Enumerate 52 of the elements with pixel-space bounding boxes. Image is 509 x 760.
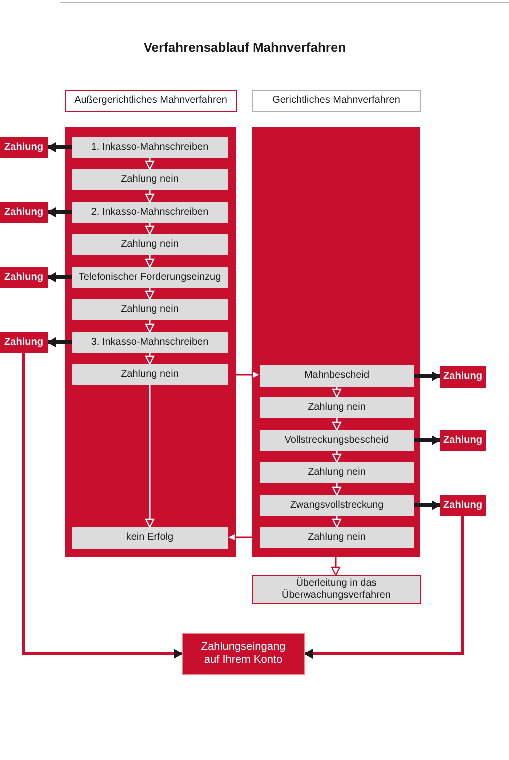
- arrow: [145, 223, 155, 236]
- process-box: Vollstreckungsbescheid: [260, 430, 414, 451]
- payment-box: Zahlung: [440, 366, 486, 388]
- column-header: Gerichtliches Mahnverfahren: [252, 90, 421, 112]
- payment-box: Zahlung: [0, 137, 48, 158]
- payment-box: Zahlung: [0, 202, 48, 223]
- process-box: 3. Inkasso-Mahnschreiben: [72, 332, 228, 353]
- process-box: Zahlung nein: [260, 397, 414, 418]
- payment-box: Zahlung: [0, 267, 48, 288]
- diagram-title: Verfahrensablauf Mahnverfahren: [142, 40, 348, 55]
- arrow: [47, 272, 72, 282]
- arrow: [145, 288, 155, 300]
- payment-box: Zahlung: [0, 332, 48, 353]
- process-box: Zahlung nein: [72, 169, 228, 190]
- arrow: [47, 338, 72, 348]
- process-box: Überleitung in das Überwachungsverfahren: [252, 575, 421, 604]
- process-box: Mahnbescheid: [260, 365, 414, 387]
- process-box: Zwangsvollstreckung: [260, 495, 414, 516]
- arrow: [47, 142, 72, 152]
- process-box: Zahlung nein: [260, 462, 414, 483]
- process-box: Telefonischer Forderungseinzug: [72, 267, 228, 288]
- arrow: [331, 557, 341, 576]
- payment-box: Zahlung: [440, 495, 486, 516]
- arrow: [332, 387, 342, 398]
- panel-background: [65, 127, 236, 557]
- process-box: kein Erfolg: [72, 527, 228, 549]
- arrow: [332, 516, 342, 528]
- payment-box: Zahlung: [440, 430, 486, 451]
- arrow: [145, 255, 155, 268]
- arrow: [145, 353, 155, 366]
- arrow: [332, 451, 342, 464]
- arrow: [414, 436, 441, 446]
- process-box: 1. Inkasso-Mahnschreiben: [72, 137, 228, 158]
- panel-background: [252, 127, 420, 557]
- arrow: [145, 158, 155, 170]
- process-box: Zahlung nein: [72, 299, 228, 320]
- connector-line: [22, 353, 183, 659]
- column-header: Außergerichtliches Mahnverfahren: [65, 90, 237, 112]
- arrow: [145, 385, 155, 528]
- process-box: Zahlung nein: [72, 364, 228, 385]
- arrow: [145, 190, 155, 204]
- result-box: Zahlungseingang auf Ihrem Konto: [182, 633, 305, 675]
- arrow: [145, 320, 155, 334]
- connector-line: [304, 516, 464, 659]
- process-box: Zahlung nein: [72, 234, 228, 255]
- process-box: Zahlung nein: [260, 527, 414, 548]
- arrow: [414, 500, 441, 510]
- arrow: [47, 208, 72, 218]
- process-box: 2. Inkasso-Mahnschreiben: [72, 202, 228, 223]
- arrow: [414, 372, 441, 382]
- arrow: [332, 483, 342, 496]
- arrow: [332, 418, 342, 432]
